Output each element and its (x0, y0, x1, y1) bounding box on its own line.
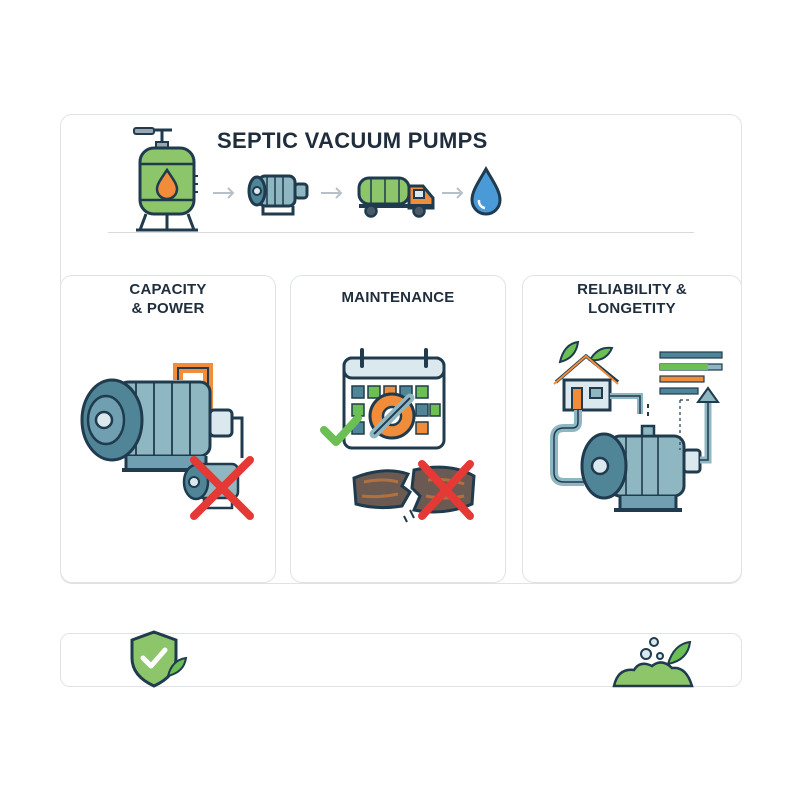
broken-pipe-crossed-icon (352, 460, 476, 523)
eco-bubbles-icon (612, 637, 694, 688)
flow-arrow-3 (442, 187, 464, 199)
calendar-wrench-icon (320, 348, 446, 450)
card-title-line2: LONGETITY (588, 300, 676, 317)
pump-icon (247, 174, 309, 216)
card-title-line1: RELIABILITY & (577, 281, 687, 298)
card-title-line1: CAPACITY (129, 281, 207, 298)
card-title: MAINTENANCE (291, 288, 505, 307)
small-pump-crossed-icon (182, 456, 254, 520)
flow-arrow-1 (213, 187, 235, 199)
card-title: CAPACITY & POWER (61, 280, 275, 318)
house-pump-icon (550, 340, 723, 512)
page-title: SEPTIC VACUUM PUMPS (217, 128, 488, 153)
card-title-line1: MAINTENANCE (341, 289, 455, 306)
card-title-line2: & POWER (131, 300, 205, 317)
water-drop-icon (470, 165, 502, 216)
truck-icon (357, 176, 435, 218)
card-title: RELIABILITY & LONGETITY (523, 280, 741, 318)
shield-check-icon (130, 630, 188, 688)
flow-arrow-2 (321, 187, 343, 199)
header-divider (108, 232, 694, 233)
tank-icon (133, 127, 198, 232)
